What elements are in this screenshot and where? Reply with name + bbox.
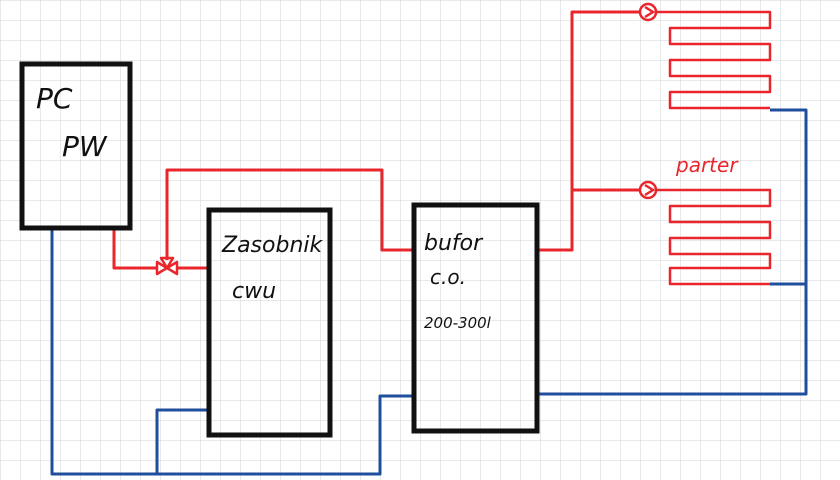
buffer-label-line1: bufor [424,231,484,256]
supply-pipe-buffer-out [538,10,640,252]
zone-label-ground-floor: parter [675,153,739,177]
dhw-tank-label-line2: cwu [232,279,276,304]
dhw-tank-label-line1: Zasobnik [221,233,323,258]
dhw-tank: Zasobnik cwu [206,207,333,438]
three-way-valve-icon [155,256,179,276]
supply-pipe-heat-pump-to-valve [112,228,158,270]
heat-pump-label-line2: PW [62,130,108,163]
heat-pump-unit: PC PW [19,61,133,231]
floor-heating-loop-upper [656,10,772,110]
buffer-label-line2: c.o. [430,265,466,289]
floor-heating-loop-lower [656,188,772,286]
return-pipe-heat-pump [50,228,412,476]
supply-pipes [112,10,640,270]
buffer-tank: bufor c.o. 200-300l [411,202,540,434]
heat-pump-label-line1: PC [36,82,73,115]
supply-pipe-valve-to-buffer [165,168,412,260]
buffer-label-line3: 200-300l [424,314,492,332]
return-pipe-tank [155,408,208,474]
return-pipes [50,108,808,476]
return-pipe-buffer-to-floor [538,108,808,396]
